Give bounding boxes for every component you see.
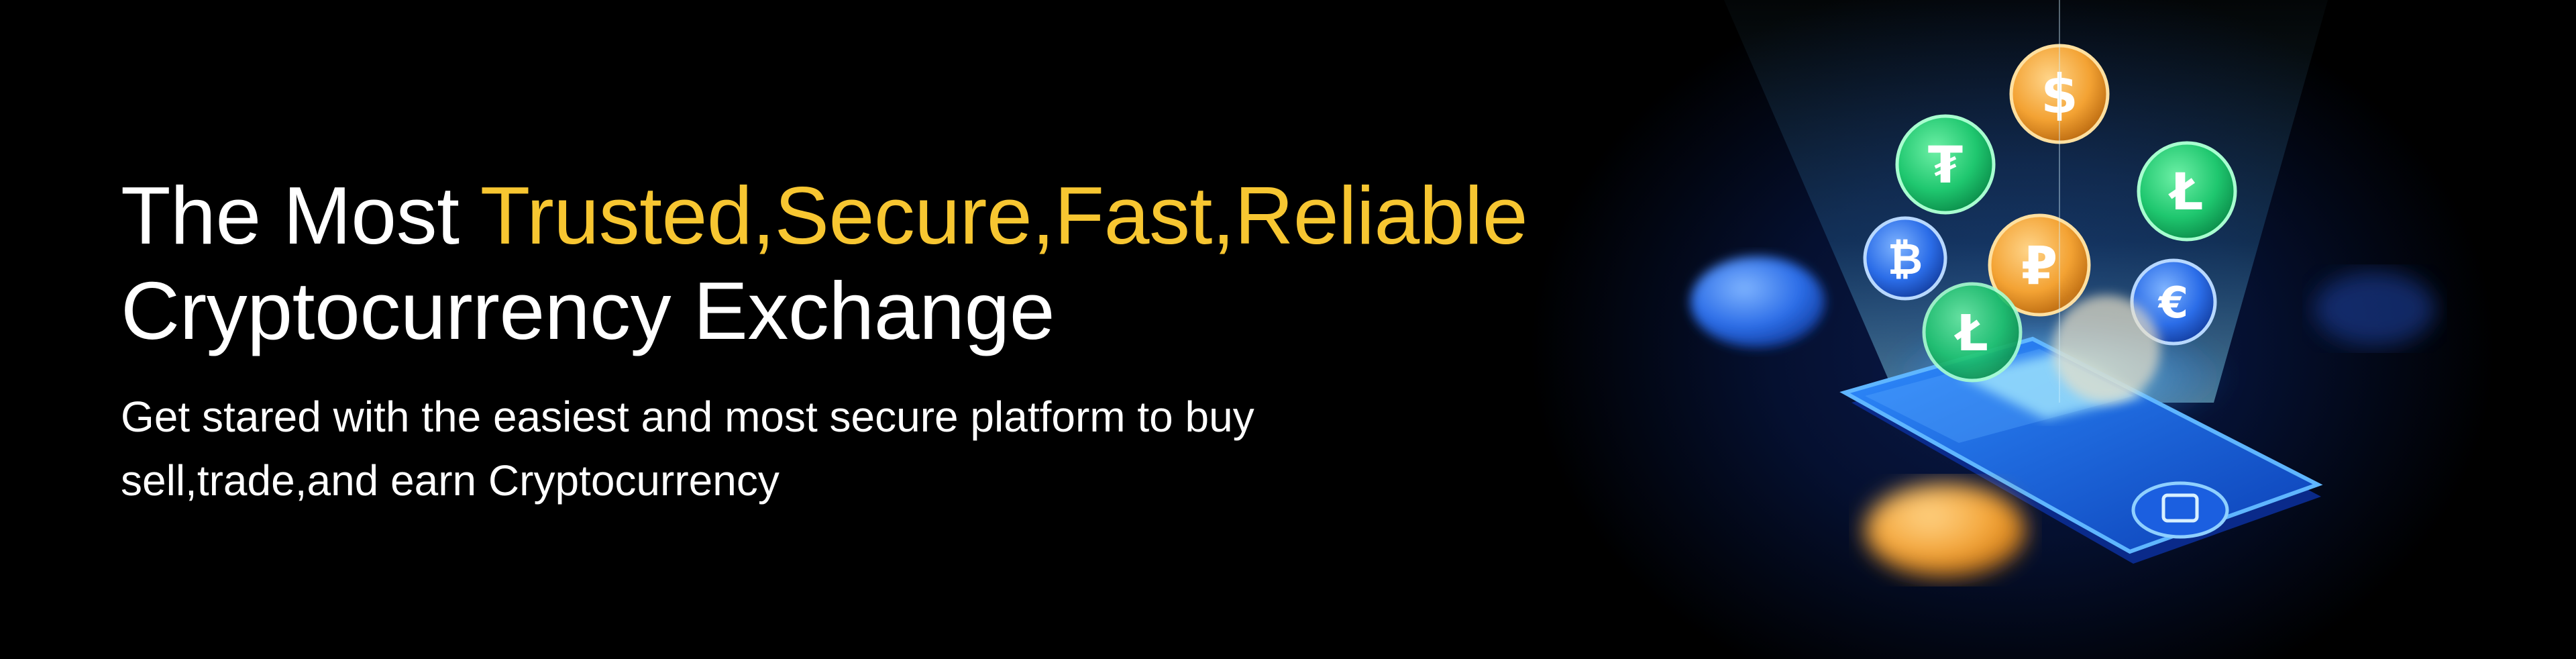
svg-text:Ł: Ł	[1953, 305, 1988, 362]
svg-text:€: €	[2157, 278, 2189, 328]
coin-icon	[1863, 216, 1947, 301]
hero-text: The Most Trusted,Secure,Fast,Reliable Cr…	[121, 168, 1664, 513]
svg-text:$: $	[2041, 63, 2078, 125]
coin-icon	[1922, 282, 2023, 383]
headline-prefix: The Most	[121, 170, 480, 261]
coin-icon	[2314, 272, 2435, 346]
svg-text:Ł: Ł	[2168, 162, 2204, 221]
coin-icon	[1865, 483, 2026, 577]
wallet-icon	[2131, 481, 2229, 539]
headline-highlight: Trusted,Secure,Fast,Reliable	[480, 170, 1528, 261]
coin-icon	[2009, 44, 2110, 144]
coin-icon	[1895, 114, 1996, 215]
subtitle-line1: Get stared with the easiest and most sec…	[121, 393, 1254, 441]
svg-text:₽: ₽	[2021, 236, 2057, 297]
svg-text:₮: ₮	[1928, 135, 1964, 195]
subtitle: Get stared with the easiest and most sec…	[121, 385, 1462, 513]
svg-text:₿: ₿	[1888, 235, 1923, 285]
coin-icon	[2053, 295, 2160, 403]
coin-icon	[1988, 213, 2091, 317]
phone-icon	[1839, 336, 2323, 564]
subtitle-line2: sell,trade,and earn Cryptocurrency	[121, 456, 780, 505]
coin-icon	[1690, 256, 1825, 348]
crypto-illustration: $ ₮ Ł ₿ € ₽ Ł	[1690, 0, 2435, 577]
coin-cluster: $ ₮ Ł ₿ € ₽ Ł	[1863, 44, 2237, 403]
headline: The Most Trusted,Secure,Fast,Reliable Cr…	[121, 168, 1664, 358]
headline-line2: Cryptocurrency Exchange	[121, 265, 1055, 356]
coin-icon	[2137, 141, 2237, 242]
